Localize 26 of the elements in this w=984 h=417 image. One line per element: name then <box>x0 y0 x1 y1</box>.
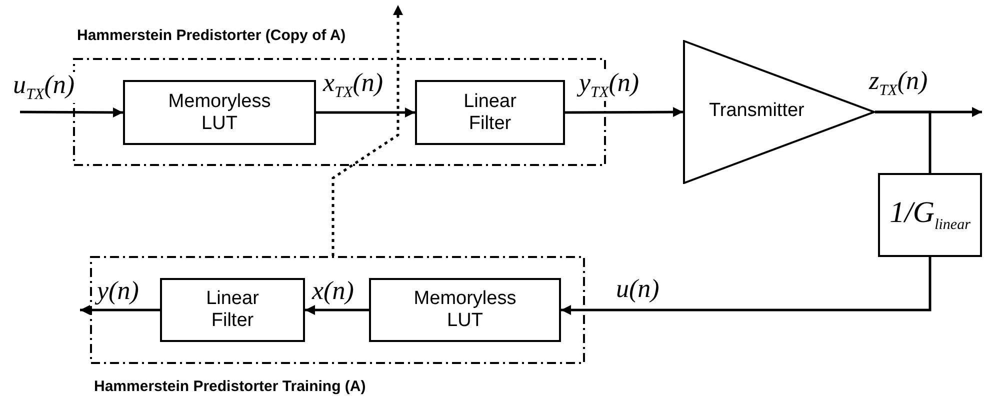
signal-label: x(n) <box>311 278 355 304</box>
signal-label: u$_{TX}$(n) <box>12 72 76 103</box>
gain-box <box>878 173 982 257</box>
gain-formula: 1/G$_{linear}$ <box>890 196 970 234</box>
arrow <box>316 108 415 118</box>
arrow <box>305 305 369 315</box>
block-label: Memoryless LUT <box>412 288 518 332</box>
arrow <box>565 107 683 118</box>
group-heading: Hammerstein Predistorter Training (A) <box>94 378 366 395</box>
dotted-arrow <box>332 5 403 256</box>
group-heading: Hammerstein Predistorter (Copy of A) <box>77 27 346 44</box>
signal-label: y$_{TX}$(n) <box>578 70 640 101</box>
block-label: Memoryless LUT <box>167 90 272 134</box>
process-box <box>369 278 561 342</box>
signal-label: u(n) <box>615 276 660 302</box>
arrow <box>80 305 160 315</box>
process-box <box>415 80 565 145</box>
process-box <box>160 278 305 342</box>
process-box <box>123 80 316 145</box>
signal-label: y(n) <box>96 278 140 304</box>
arrow <box>20 107 123 118</box>
arrow <box>561 257 932 315</box>
block-label: Linear Filter <box>462 90 518 134</box>
connector-line <box>875 110 932 173</box>
amplifier-label: Transmitter <box>709 100 804 122</box>
block-label: Linear Filter <box>205 288 260 332</box>
